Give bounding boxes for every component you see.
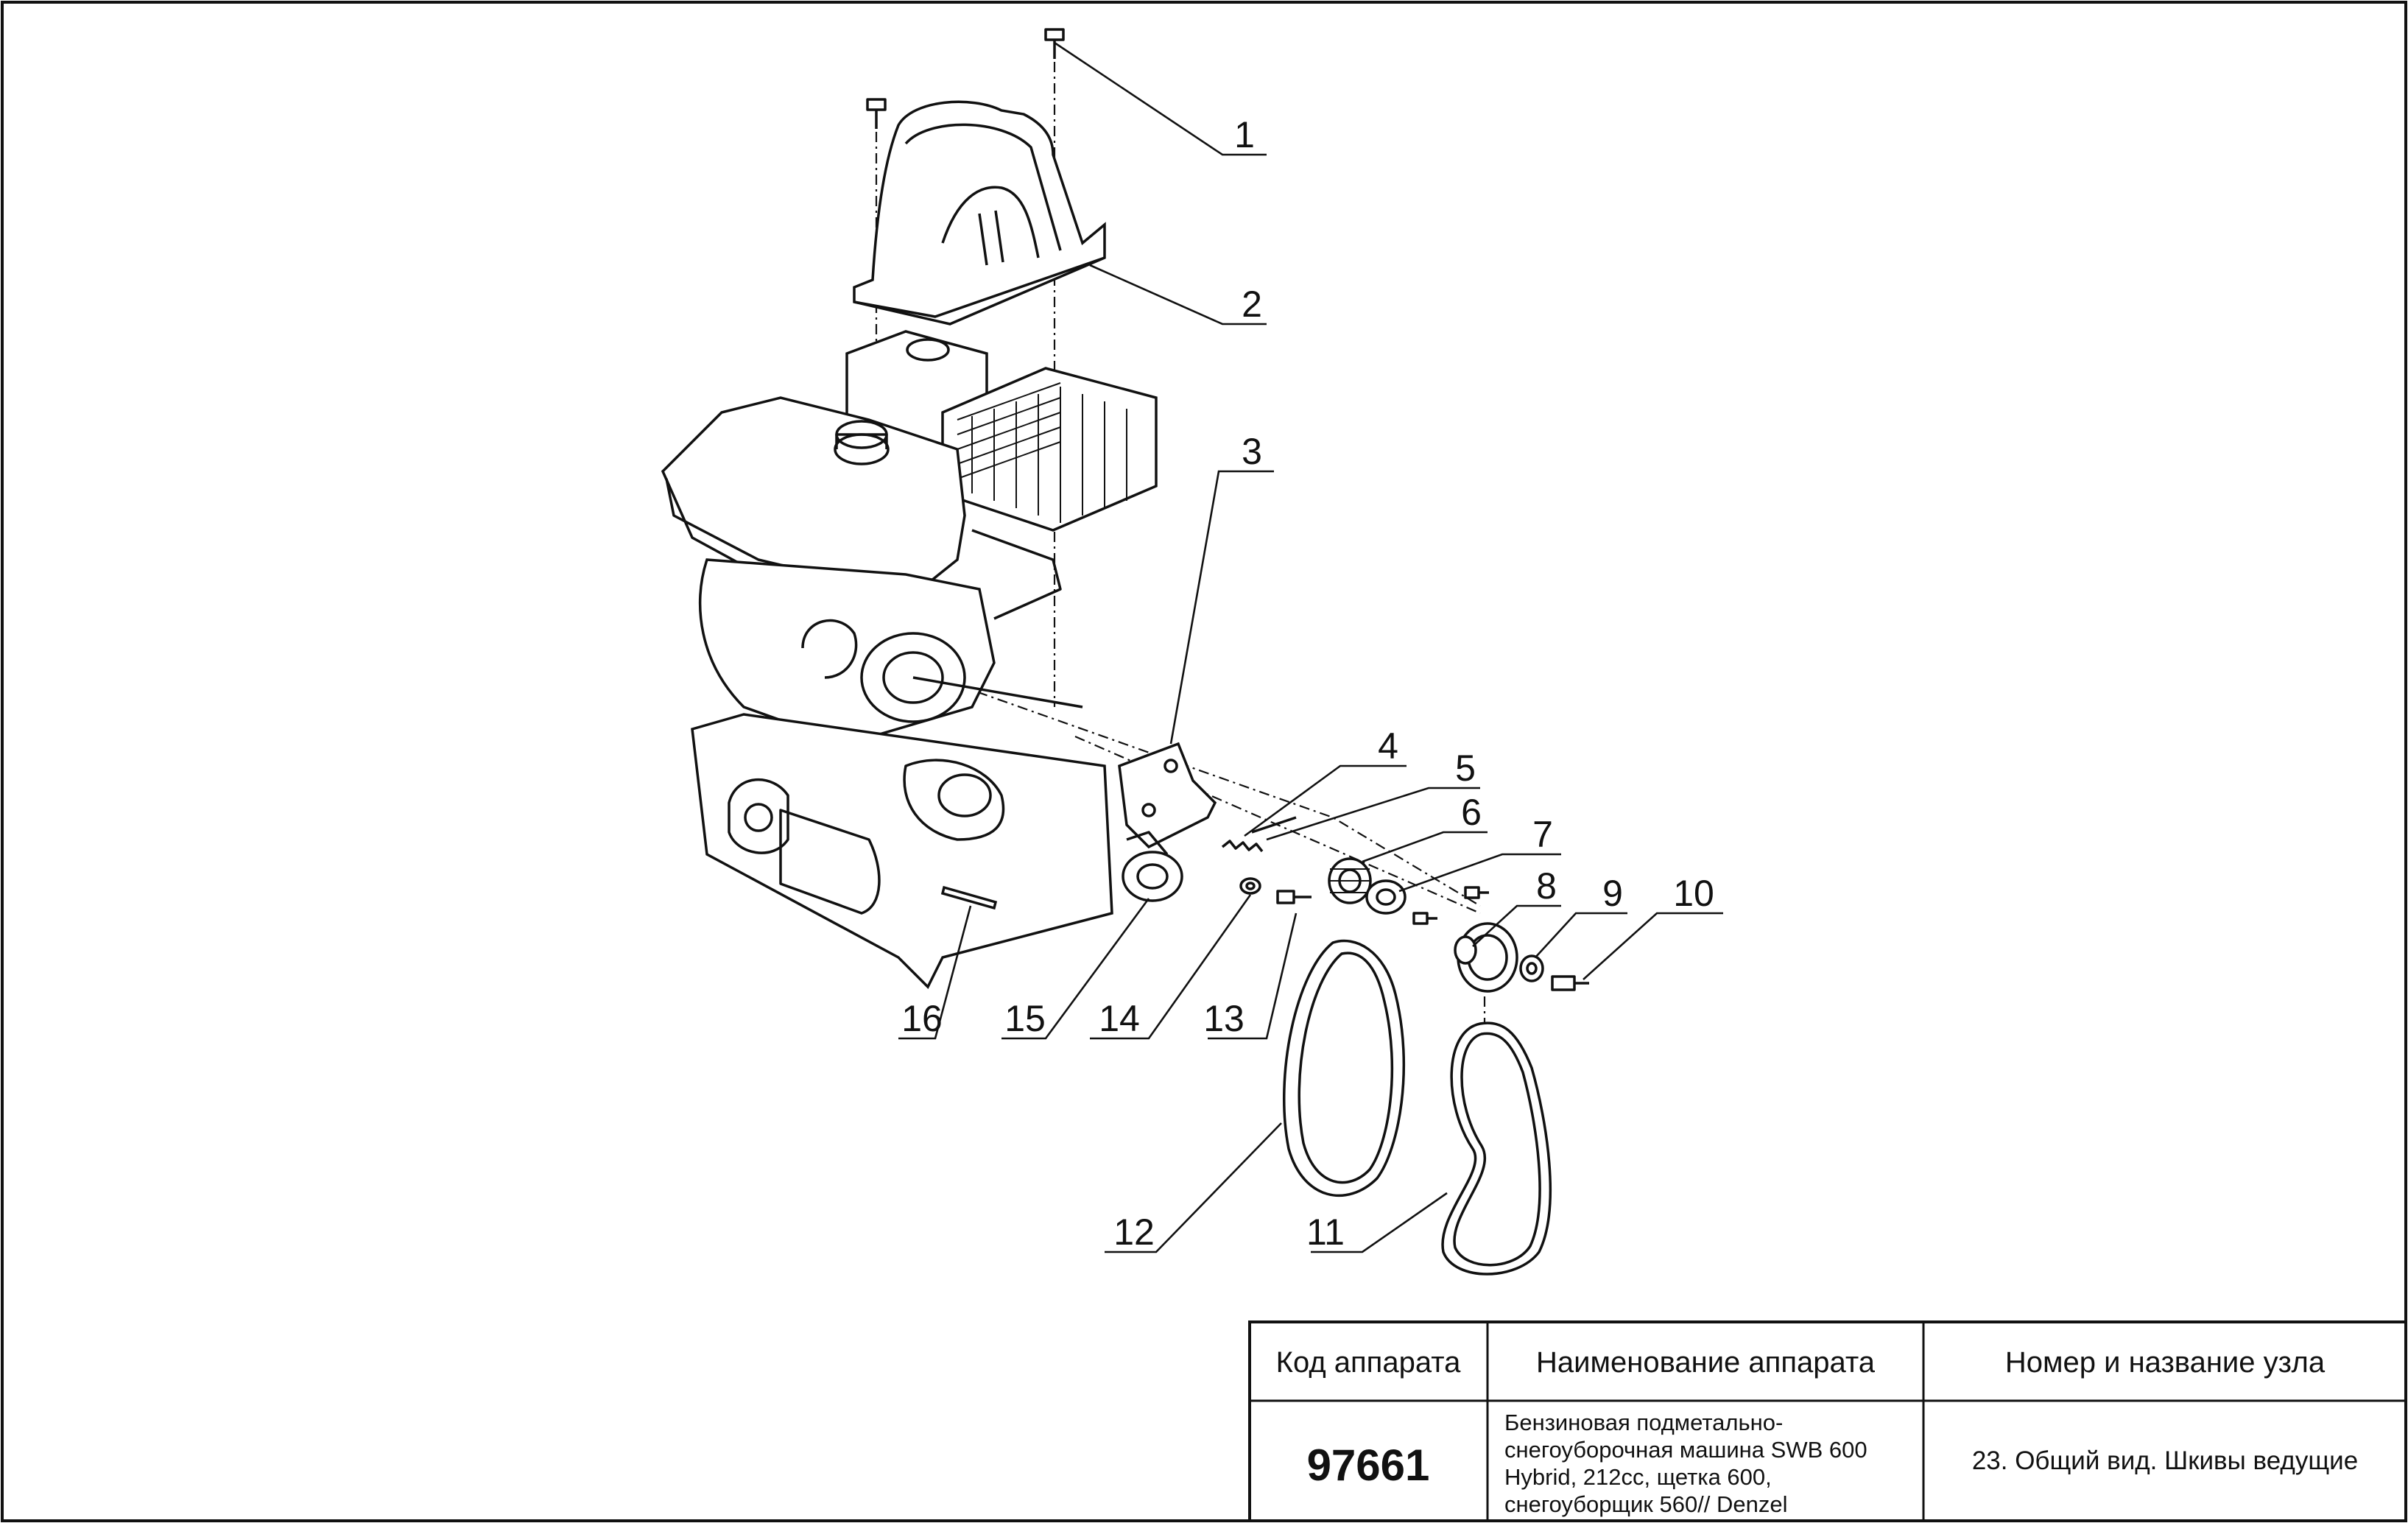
v-belt-part-11 bbox=[1441, 1021, 1552, 1276]
callout-15: 15 bbox=[1004, 998, 1046, 1039]
apparatus-name-line-1: Бензиновая подметально- bbox=[1504, 1410, 1783, 1435]
key-part-16 bbox=[940, 885, 998, 910]
name-column-header: Наименование аппарата bbox=[1536, 1346, 1876, 1379]
callout-5: 5 bbox=[1455, 748, 1476, 789]
callout-1: 1 bbox=[1234, 114, 1255, 155]
node-number-and-name: 23. Общий вид. Шкивы ведущие bbox=[1972, 1446, 2358, 1475]
callout-8: 8 bbox=[1536, 865, 1557, 907]
assembly-illustration bbox=[661, 28, 1589, 1276]
callout-2: 2 bbox=[1242, 284, 1262, 325]
callout-12: 12 bbox=[1113, 1211, 1155, 1253]
callout-leaders bbox=[898, 41, 1723, 1253]
washer-part-14 bbox=[1239, 877, 1261, 895]
code-column-header: Код аппарата bbox=[1276, 1346, 1461, 1379]
apparatus-code: 97661 bbox=[1307, 1441, 1430, 1490]
callout-4: 4 bbox=[1378, 725, 1398, 767]
callout-numbers: 1 2 3 4 5 6 7 8 9 10 11 12 13 14 15 16 bbox=[901, 114, 1714, 1253]
node-column-header: Номер и название узла bbox=[2005, 1346, 2326, 1379]
callout-13: 13 bbox=[1203, 998, 1245, 1039]
callout-7: 7 bbox=[1532, 814, 1553, 855]
apparatus-name-line-4: снегоуборщик 560// Denzel bbox=[1504, 1491, 1788, 1517]
idler-pulley-part-15 bbox=[1122, 831, 1183, 902]
bolt-part-13 bbox=[1276, 890, 1312, 904]
muffler-guard-part bbox=[941, 367, 1158, 532]
frame-plate bbox=[691, 713, 1113, 989]
title-block: Код аппарата Наименование аппарата Номер… bbox=[1248, 1320, 2407, 1522]
spring-part-4-5 bbox=[1221, 816, 1297, 853]
shaft-bolt-part bbox=[1412, 886, 1489, 925]
bolt-part-10 bbox=[1551, 975, 1589, 991]
callout-6: 6 bbox=[1461, 792, 1482, 833]
apparatus-name-line-2: снегоуборочная машина SWB 600 bbox=[1504, 1437, 1867, 1463]
toothed-belt-part-12 bbox=[1282, 939, 1406, 1197]
callout-3: 3 bbox=[1242, 431, 1262, 472]
callout-9: 9 bbox=[1602, 873, 1623, 914]
callout-14: 14 bbox=[1099, 998, 1140, 1039]
callout-11: 11 bbox=[1306, 1211, 1345, 1253]
bracket-part-3 bbox=[1118, 742, 1217, 849]
gear-pulley-part-6 bbox=[1328, 857, 1372, 904]
ring-part-7 bbox=[1365, 879, 1407, 915]
callout-10: 10 bbox=[1673, 873, 1714, 914]
drive-pulley-part-8 bbox=[1454, 922, 1518, 993]
engine-cover-part-2 bbox=[853, 100, 1106, 326]
washer-part-9 bbox=[1519, 954, 1544, 982]
engine-part bbox=[661, 396, 1083, 745]
apparatus-name-line-3: Hybrid, 212cc, щетка 600, bbox=[1504, 1464, 1772, 1490]
callout-16: 16 bbox=[901, 998, 943, 1039]
